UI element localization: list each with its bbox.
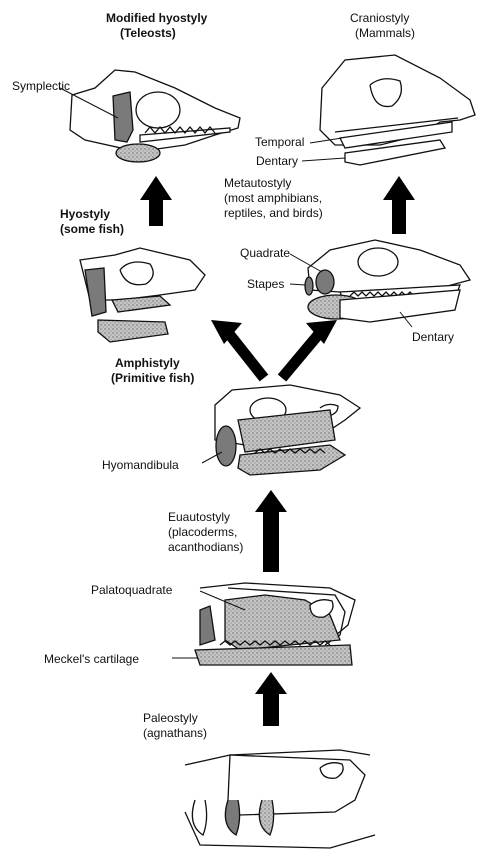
amphistyly-title: Amphistyly — [115, 356, 180, 370]
mammals-group: (Mammals) — [355, 26, 415, 40]
teleosts-group: (Teleosts) — [120, 26, 176, 40]
dentary-mammal-label: Dentary — [256, 154, 298, 168]
teleost-skull — [70, 70, 240, 162]
hyostyly-skull — [80, 248, 205, 342]
teleost-jaw — [116, 144, 160, 162]
euautostyly-group-2: acanthodians) — [168, 540, 243, 554]
dentary-reptile-label: Dentary — [412, 330, 454, 344]
arrow-up-mammal — [383, 176, 415, 234]
metautostyly-group-1: (most amphibians, — [224, 191, 322, 205]
teleosts-title: Modified hyostyly — [106, 11, 207, 25]
meckels-label: Meckel's cartilage — [44, 652, 139, 666]
meckels-cartilage — [195, 645, 352, 665]
arrow-up-euauto — [255, 490, 287, 572]
amphistyly-skull — [215, 385, 360, 475]
stapes-bone — [305, 277, 313, 295]
arrow-up-teleost — [140, 176, 172, 226]
metautostyly-group-2: reptiles, and birds) — [224, 206, 323, 220]
hyostyly-title: Hyostyly — [60, 207, 110, 221]
amphistyly-group: (Primitive fish) — [111, 371, 194, 385]
hyomandibula-label: Hyomandibula — [102, 458, 179, 472]
reptile-skull — [305, 240, 470, 322]
stapes-label: Stapes — [247, 277, 284, 291]
paleostyly-group: (agnathans) — [143, 726, 207, 740]
palatoquadrate-label: Palatoquadrate — [91, 583, 172, 597]
euautostyly-group-1: (placoderms, — [168, 525, 237, 539]
symplectic-label: Symplectic — [12, 79, 70, 93]
quadrate-label: Quadrate — [240, 246, 290, 260]
arrow-diag-left — [211, 320, 264, 378]
arrow-diag-right — [282, 320, 337, 378]
metautostyly-title: Metautostyly — [224, 176, 291, 190]
paleostyly-head — [185, 750, 375, 848]
paleostyly-title: Paleostyly — [143, 711, 198, 725]
quadrate-bone — [316, 270, 334, 294]
hyomandibula-bone — [216, 426, 236, 466]
hyostyly-group: (some fish) — [60, 222, 124, 236]
euautostyly-skull — [195, 583, 355, 665]
hyostyly-hyomandibula — [85, 268, 106, 316]
mammals-title: Craniostyly — [350, 11, 409, 25]
mammal-skull — [320, 55, 475, 165]
arrow-up-paleo — [255, 672, 287, 726]
temporal-label: Temporal — [255, 135, 304, 149]
euautostyly-title: Euautostyly — [168, 510, 230, 524]
